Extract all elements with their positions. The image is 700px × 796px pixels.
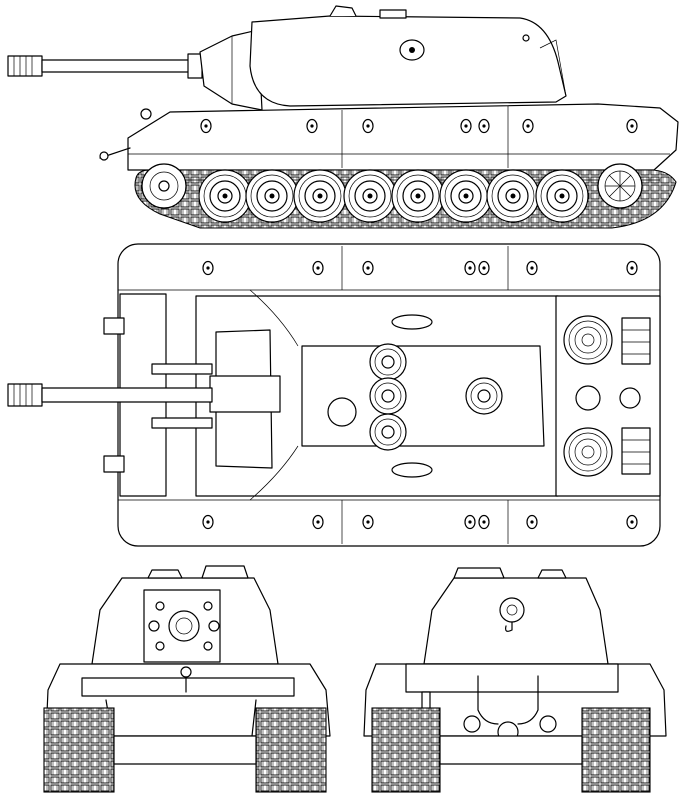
front-gun-bore — [168, 610, 200, 642]
turret-hatch — [369, 377, 407, 415]
cooling-fan — [563, 427, 613, 477]
commander-cupola — [465, 377, 503, 415]
exhaust-pipe — [477, 675, 499, 725]
turret-hatch — [369, 413, 407, 451]
intake-grille — [621, 317, 651, 365]
top-muzzle-brake — [7, 383, 43, 407]
front-view — [43, 565, 331, 793]
muzzle-brake — [7, 55, 43, 77]
cupola — [329, 5, 357, 17]
road-wheel — [198, 169, 252, 223]
gun-barrel — [41, 59, 203, 73]
turret-top — [301, 345, 545, 447]
cooling-fan — [563, 315, 613, 365]
turret-hatch — [369, 343, 407, 381]
rear-hatch-lock — [499, 597, 525, 623]
side-view — [7, 5, 679, 229]
rear-left-track — [371, 707, 441, 793]
hull-light — [140, 108, 152, 120]
road-wheel — [293, 169, 347, 223]
front-left-track — [43, 707, 115, 793]
rear-right-track — [581, 707, 651, 793]
rear-view — [363, 567, 667, 793]
road-wheel — [439, 169, 493, 223]
road-wheel — [535, 169, 589, 223]
road-wheel — [391, 169, 445, 223]
intake-grille — [621, 427, 651, 475]
side-gun — [7, 29, 263, 111]
top-gun-barrel — [41, 387, 213, 403]
top-view — [7, 243, 661, 547]
road-wheel — [343, 169, 397, 223]
idler-wheel — [597, 163, 643, 209]
side-turret — [249, 5, 567, 107]
road-wheel — [486, 169, 540, 223]
road-wheel — [245, 169, 299, 223]
drive-sprocket — [141, 163, 187, 209]
side-hull — [99, 103, 679, 171]
exhaust-pipe — [517, 675, 539, 725]
front-right-track — [255, 707, 327, 793]
